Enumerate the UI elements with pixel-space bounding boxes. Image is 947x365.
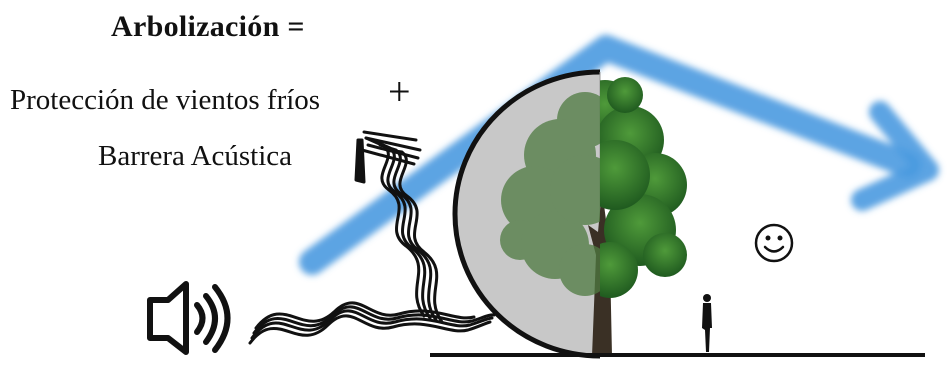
tree-icon (500, 77, 687, 356)
page-title: Arbolización = (111, 10, 305, 43)
protection-label: Protección de vientos fríos (10, 84, 321, 116)
plus-sign: + (388, 69, 411, 114)
wind-arrow-icon (299, 35, 939, 275)
speaker-icon (147, 281, 231, 355)
person-icon (702, 294, 712, 352)
smiley-icon (754, 223, 794, 263)
sound-wave-icon (248, 130, 496, 345)
acoustic-barrier-label: Barrera Acústica (98, 140, 293, 172)
